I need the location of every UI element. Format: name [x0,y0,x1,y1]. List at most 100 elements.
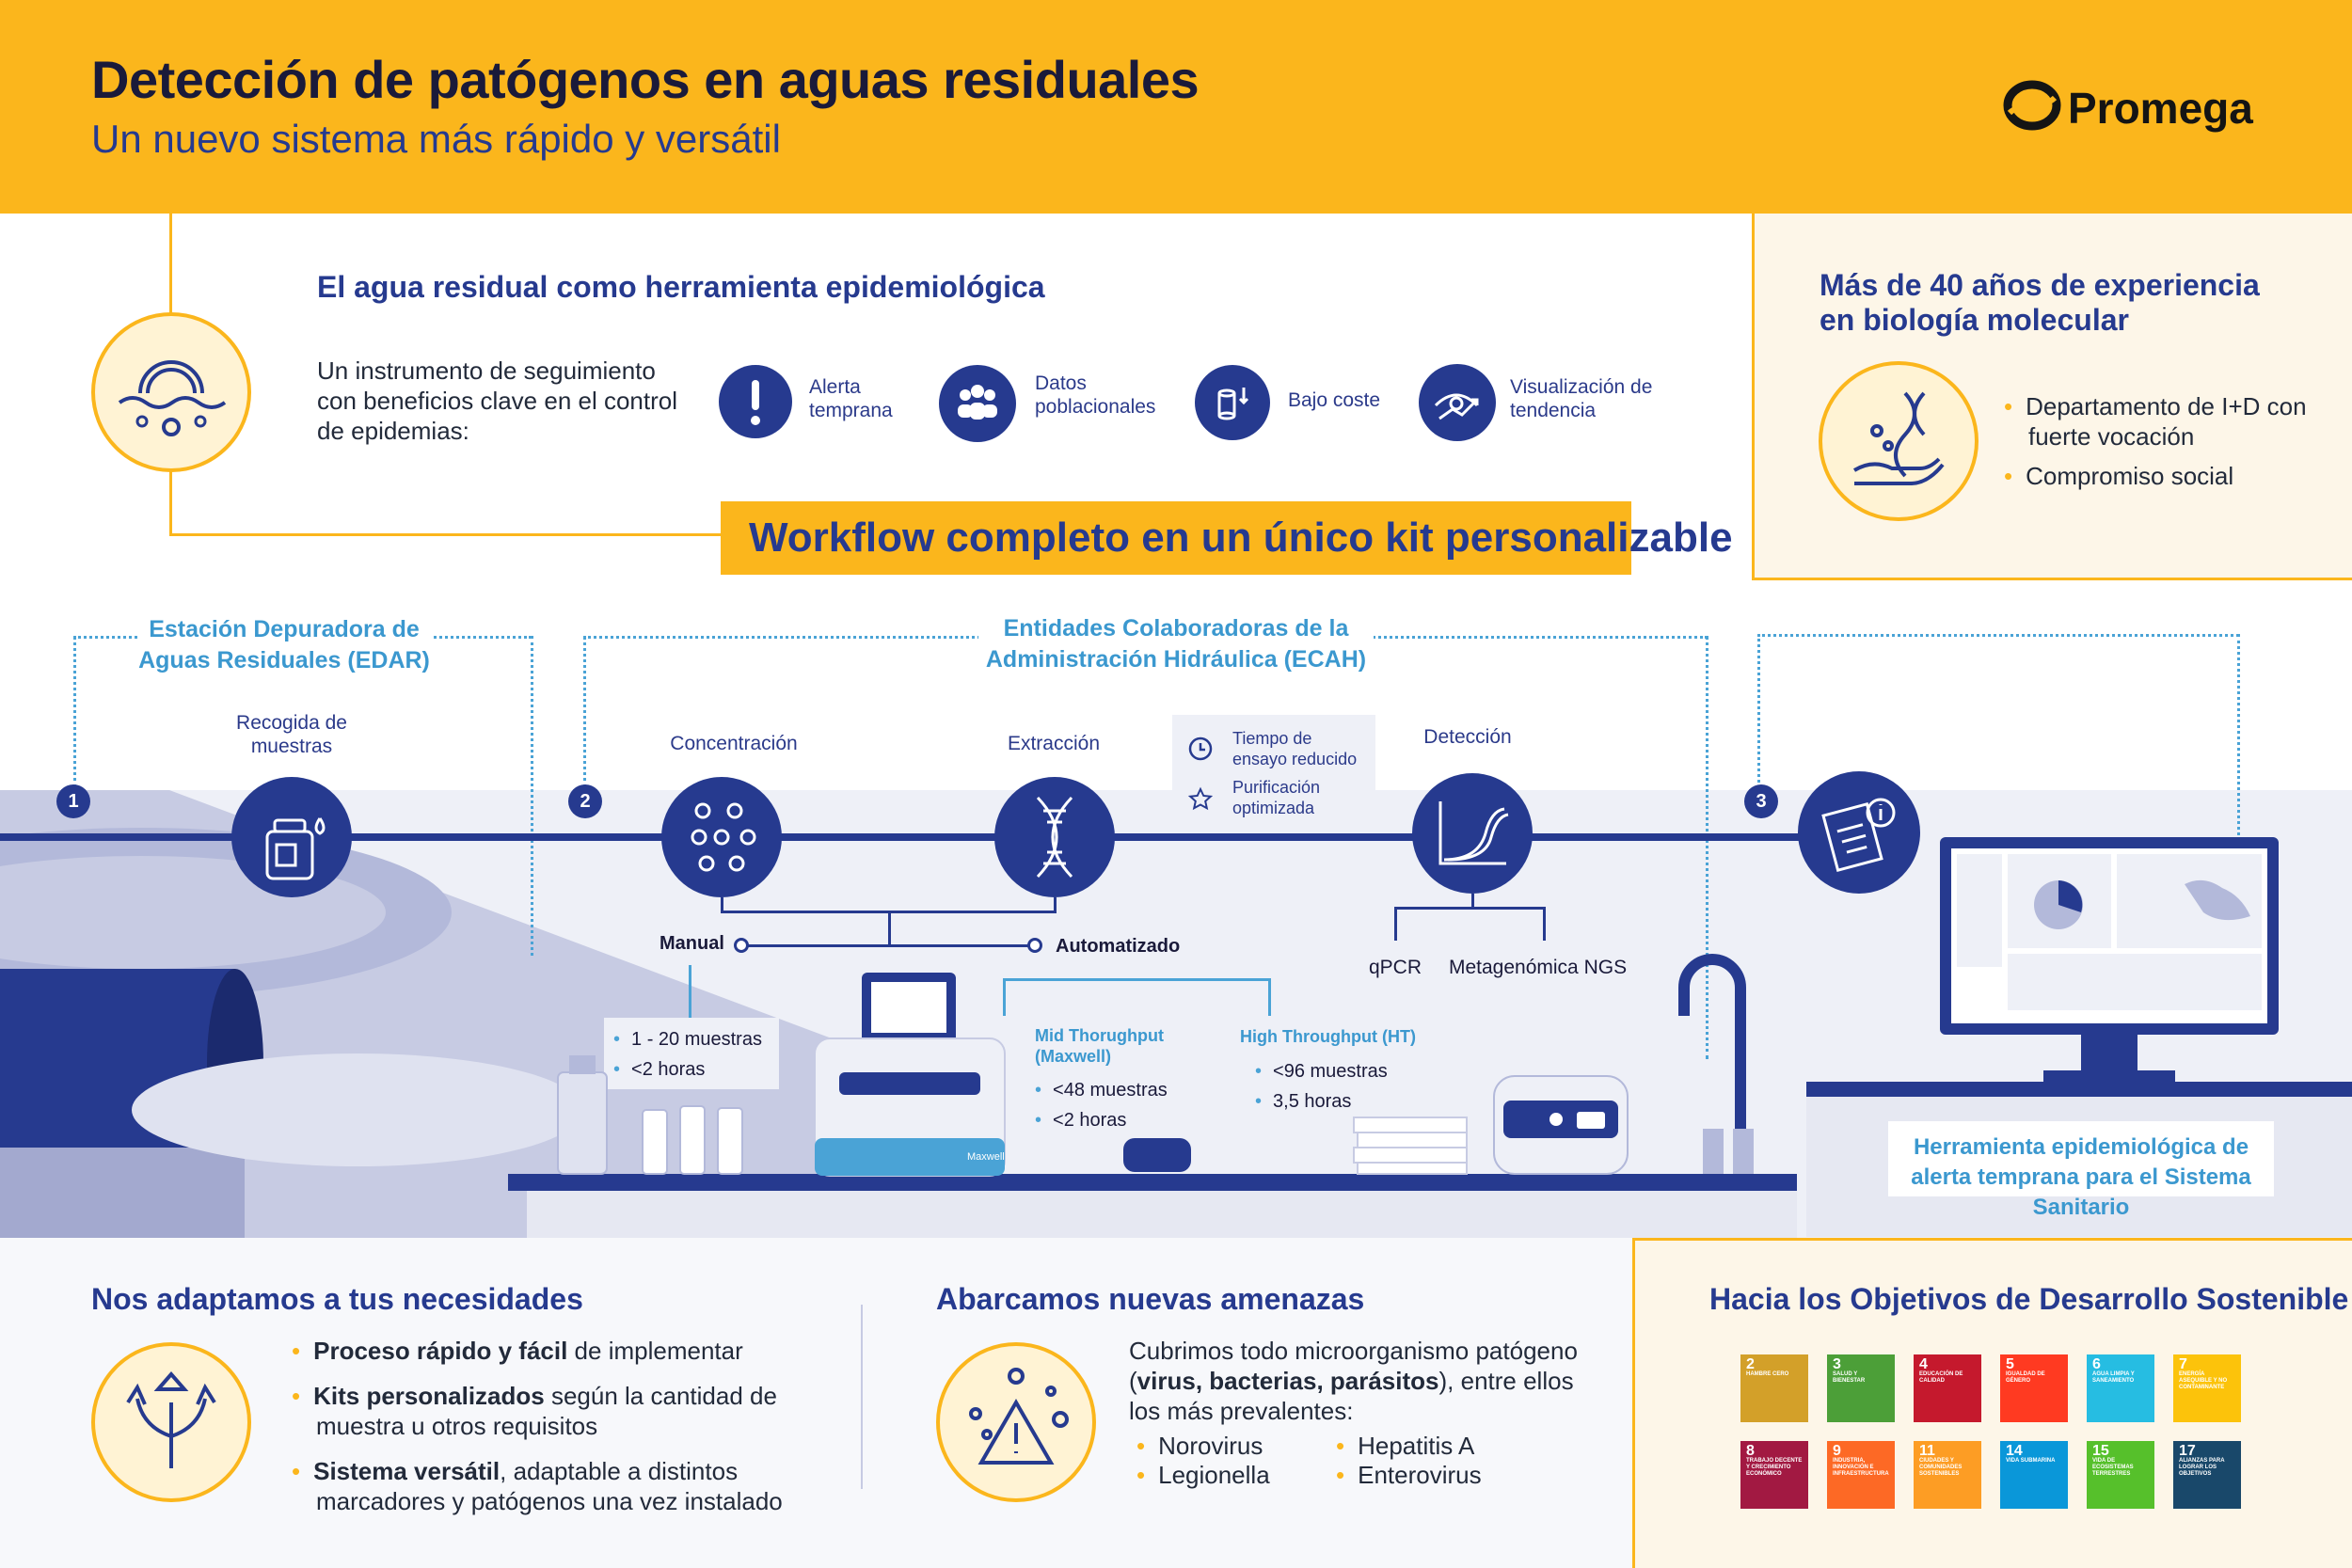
ecah-bracket [1706,636,1708,1059]
high-throughput-title: High Throughput (HT) [1240,1027,1416,1046]
sdg-goal-label: TRABAJO DECENTE Y CRECIMIENTO ECONÓMICO [1746,1458,1803,1477]
sdg-goal-number: 8 [1746,1443,1755,1459]
desk-top [1806,1082,2352,1097]
edar-bracket [531,636,533,956]
report-icon [1798,771,1920,894]
step-label: Concentración [670,733,798,754]
spec-item: <96 muestras [1255,1061,1388,1083]
benefit-label: Datos poblacionales [1035,372,1156,418]
page-subtitle: Un nuevo sistema más rápido y versátil [91,117,781,161]
feature-label: Tiempo de ensayo reducido [1232,729,1358,768]
workflow-line [0,833,1882,841]
health-tool-box [1888,1121,2274,1196]
health-bracket [2237,634,2240,875]
pathogen-item: Legionella [1136,1460,1270,1490]
workflow-banner-text: Workflow completo en un único kit person… [749,515,1733,561]
sdg-goal-label: HAMBRE CERO [1746,1371,1789,1377]
experience-item: Departamento de I+D con fuerte vocación [2004,391,2324,451]
wastewater-icon [91,312,251,472]
clock-icon [1188,736,1213,761]
spec-item: <2 horas [613,1059,705,1081]
auto-connector [1003,978,1271,981]
qpcr-label: qPCR [1369,957,1422,978]
step-number: 1 [56,784,90,818]
auto-connector [1003,978,1006,1016]
threats-intro-text: ), entre ellos los más prevalentes: [1129,1367,1574,1425]
ecah-bracket [583,636,586,788]
promega-logo-icon [2003,80,2061,131]
feature-label: Purificación optimizada [1232,778,1321,817]
ecah-label: Entidades Colaboradoras de la Administra… [978,613,1374,675]
amplification-curve-icon [1412,773,1533,894]
sdg-goal-number: 6 [2092,1356,2101,1372]
benefit-label: Bajo coste [1288,389,1381,411]
sdg-goal-label: INDUSTRIA, INNOVACIÓN E INFRAESTRUCTURA [1833,1458,1889,1477]
adapt-item-bold: Sistema versátil [313,1457,501,1485]
health-bracket [1757,634,1760,788]
dna-icon [994,777,1115,897]
benefit-label: Visualización de tendencia [1510,376,1653,421]
sdg-goal-number: 9 [1833,1443,1841,1459]
sdg-goal-label: ENERGÍA ASEQUIBLE Y NO CONTAMINANTE [2179,1371,2228,1390]
edar-label: Estación Depuradora de Aguas Residuales … [137,614,431,676]
epidemiology-intro: Un instrumento de seguimiento con benefi… [317,356,678,445]
section-divider [861,1305,863,1489]
spec-item: <48 muestras [1035,1080,1168,1101]
promega-logo-text: Promega [2068,84,2253,133]
step-label: Recogida de muestras [236,712,347,757]
sdg-goal-number: 5 [2006,1356,2014,1372]
sdg-goal-number: 3 [1833,1356,1841,1372]
sample-bottle-icon [231,777,352,897]
adapt-item-text: según la cantidad de muestra u otros req… [316,1382,777,1440]
qpcr-instrument-illustration [1493,1075,1629,1175]
pipette-tray-illustration [1123,1138,1191,1172]
step-number: 2 [568,784,602,818]
dashboard-monitor-illustration [1940,837,2279,1082]
sdg-goal-number: 17 [2179,1443,2196,1459]
branch-line [1543,907,1546,941]
threats-intro-bold: virus, bacterias, parásitos [1136,1367,1439,1395]
branching-arrows-icon [91,1342,251,1502]
sdg-goal-number: 14 [2006,1443,2023,1459]
health-tool-label: Herramienta epidemiológica de alerta tem… [1911,1134,2251,1220]
lab-bench-front [527,1191,1797,1238]
step-number: 3 [1744,784,1778,818]
benefit-label: Alerta temprana [809,376,893,421]
sdg-goal-number: 7 [2179,1356,2187,1372]
plates-stack-illustration [1353,1117,1468,1175]
branch-line [1471,894,1474,909]
sdg-goal-number: 15 [2092,1443,2109,1459]
automatizado-label: Automatizado [1056,936,1181,957]
page-title: Detección de patógenos en aguas residual… [91,50,1200,109]
threats-intro-text: Cubrimos todo microorganismo patógeno ( [1129,1337,1578,1395]
step-label: Extracción [1007,733,1101,754]
epidemiology-heading: El agua residual como herramienta epidem… [317,270,1045,304]
adapt-item-text: de implementar [567,1337,743,1365]
auto-connector [1268,978,1271,1016]
branch-line [1054,897,1057,912]
spec-item: 3,5 horas [1255,1091,1351,1113]
sdg-goal-label: AGUA LIMPIA Y SANEAMIENTO [2092,1371,2135,1384]
ngs-label: Metagenómica NGS [1449,957,1628,978]
adapt-item: Sistema versátil, adaptable a distintos … [292,1456,790,1516]
sdg-goal-label: IGUALDAD DE GÉNERO [2006,1371,2045,1384]
spec-item: 1 - 20 muestras [613,1029,762,1051]
sdg-goal-label: VIDA SUBMARINA [2006,1458,2056,1464]
manual-node [734,938,749,953]
manual-label: Manual [660,933,724,954]
people-icon [939,365,1016,442]
sdg-goal-number: 4 [1919,1356,1928,1372]
star-icon [1187,786,1214,811]
threats-intro: Cubrimos todo microorganismo patógeno (v… [1129,1336,1581,1426]
sdg-goal-label: ALIANZAS PARA LOGRAR LOS OBJETIVOS [2179,1458,2225,1477]
adapt-item: Proceso rápido y fácil de implementar [292,1336,790,1366]
step-label: Detección [1423,726,1512,748]
adapt-item: Kits personalizados según la cantidad de… [292,1381,790,1441]
sdg-goal-label: SALUD Y BIENESTAR [1833,1371,1866,1384]
